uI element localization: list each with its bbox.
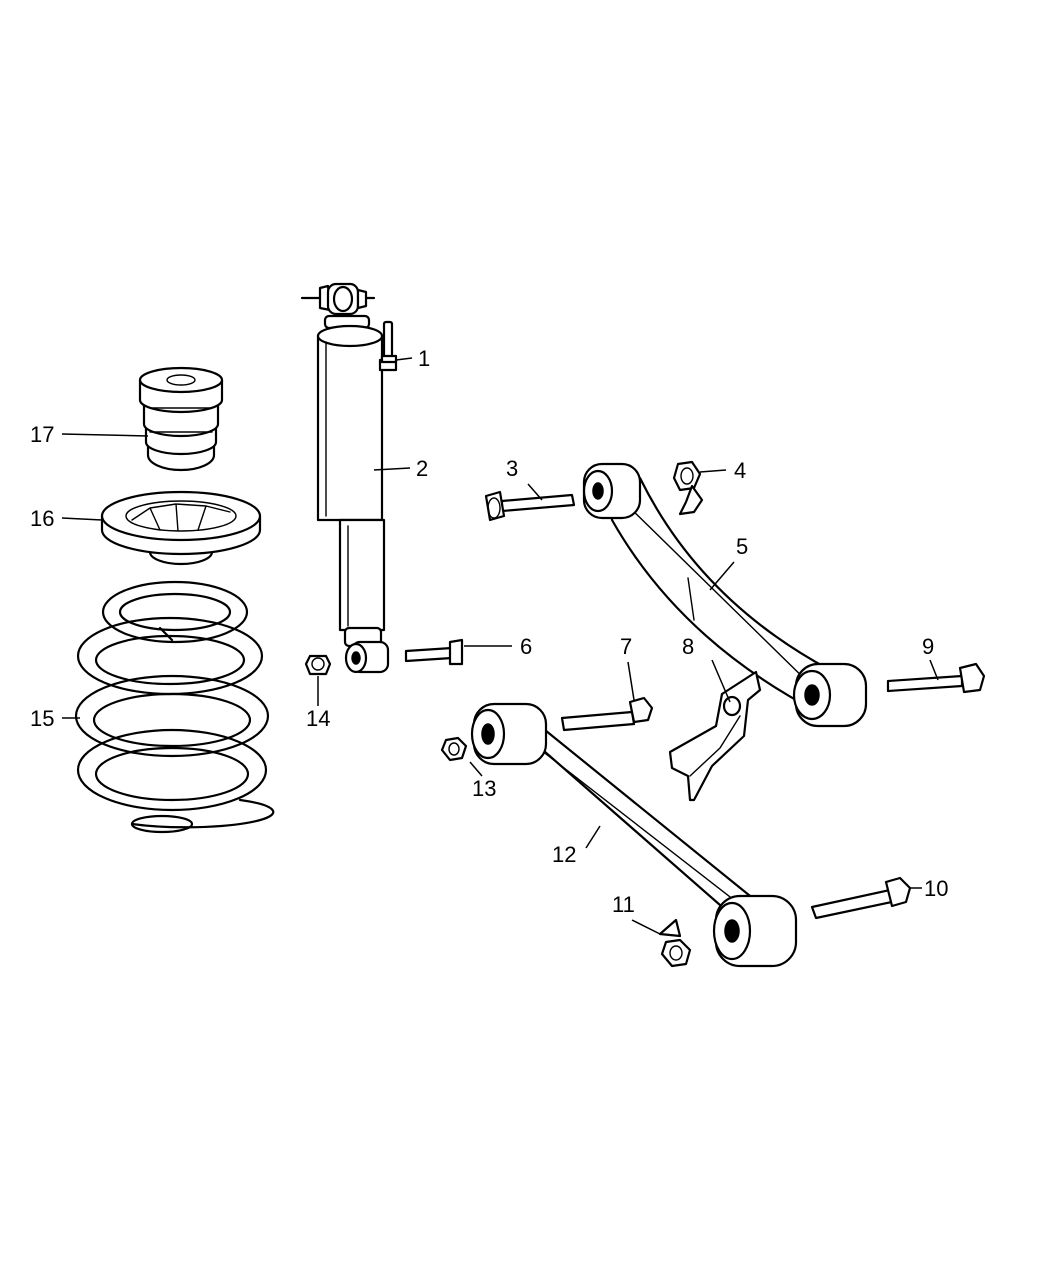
lower-control-arm-part[interactable] (470, 702, 798, 968)
bracket-8-part[interactable] (668, 670, 762, 802)
spring-isolator-part[interactable] (100, 490, 262, 566)
bolt-10-part[interactable] (810, 876, 912, 920)
callout-7: 7 (620, 634, 632, 659)
callout-15: 15 (30, 706, 54, 731)
leader-lines (61, 357, 939, 935)
nut-14-part[interactable] (304, 654, 332, 676)
bolt-9-part[interactable] (886, 662, 986, 694)
nut-13-part[interactable] (440, 736, 468, 762)
callout-labels: 1 2 3 4 5 6 7 8 9 10 11 12 13 14 15 16 1… (30, 346, 948, 917)
callout-13: 13 (472, 776, 496, 801)
bolt-6-part[interactable] (404, 638, 464, 666)
coil-spring-part[interactable] (74, 580, 275, 834)
bolt-1-part[interactable] (378, 320, 398, 372)
callout-14: 14 (306, 706, 330, 731)
bolt-7-part[interactable] (560, 696, 654, 732)
callout-10: 10 (924, 876, 948, 901)
callout-4: 4 (734, 458, 746, 483)
shock-absorber-part[interactable] (300, 282, 390, 674)
callout-5: 5 (736, 534, 748, 559)
callout-9: 9 (922, 634, 934, 659)
callout-6: 6 (520, 634, 532, 659)
callout-8: 8 (682, 634, 694, 659)
callout-12: 12 (552, 842, 576, 867)
callout-3: 3 (506, 456, 518, 481)
callout-1: 1 (418, 346, 430, 371)
nut-clip-11-part[interactable] (658, 918, 692, 968)
callout-17: 17 (30, 422, 54, 447)
callout-16: 16 (30, 506, 54, 531)
jounce-bumper-part[interactable] (138, 366, 224, 472)
upper-control-arm-part[interactable] (582, 462, 868, 728)
bolt-3-part[interactable] (484, 490, 576, 522)
callout-11: 11 (612, 892, 635, 917)
nut-clip-4-part[interactable] (672, 460, 704, 516)
callout-2: 2 (416, 456, 428, 481)
